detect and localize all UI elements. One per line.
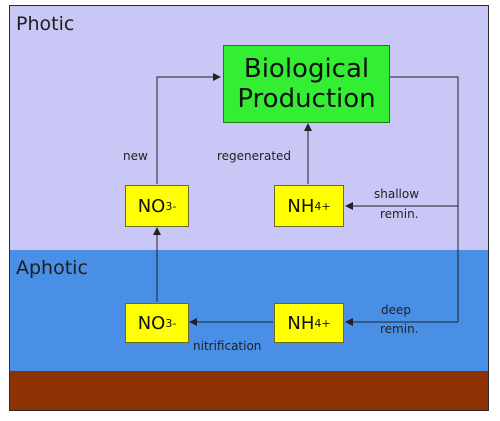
no3-lower-sub: 3 <box>165 316 173 330</box>
aphotic-label: Aphotic <box>16 257 88 279</box>
nh4-lower-sub: 4 <box>314 316 322 330</box>
label-deep-line2: remin. <box>380 322 419 336</box>
label-new: new <box>123 149 148 163</box>
label-regenerated: regenerated <box>217 149 292 163</box>
photic-label: Photic <box>16 13 75 35</box>
label-nitrification: nitrification <box>193 339 262 353</box>
no3-upper-base: NO <box>137 195 166 217</box>
nh4-upper-base: NH <box>287 195 315 217</box>
no3-lower-sup: - <box>172 316 177 330</box>
bio-line-2: Production <box>237 84 376 114</box>
nh4-upper-sub: 4 <box>314 199 322 213</box>
aphotic-zone <box>10 250 488 371</box>
loop-line <box>390 76 459 322</box>
nh4-lower-sup: + <box>321 316 331 330</box>
nh4-upper-sup: + <box>321 199 331 213</box>
label-shallow-line1: shallow <box>374 187 420 201</box>
arrow-new <box>156 73 221 184</box>
no3-lower-base: NO <box>137 312 166 334</box>
biological-production-box: Biological Production <box>223 45 390 123</box>
label-shallow-line2: remin. <box>380 207 419 221</box>
no3-upper-sup: - <box>172 199 177 213</box>
label-deep-line1: deep <box>381 303 411 317</box>
no3-upper-sub: 3 <box>165 199 173 213</box>
nh4-lower-base: NH <box>287 312 315 334</box>
seafloor <box>10 371 488 410</box>
bio-line-1: Biological <box>243 54 370 84</box>
